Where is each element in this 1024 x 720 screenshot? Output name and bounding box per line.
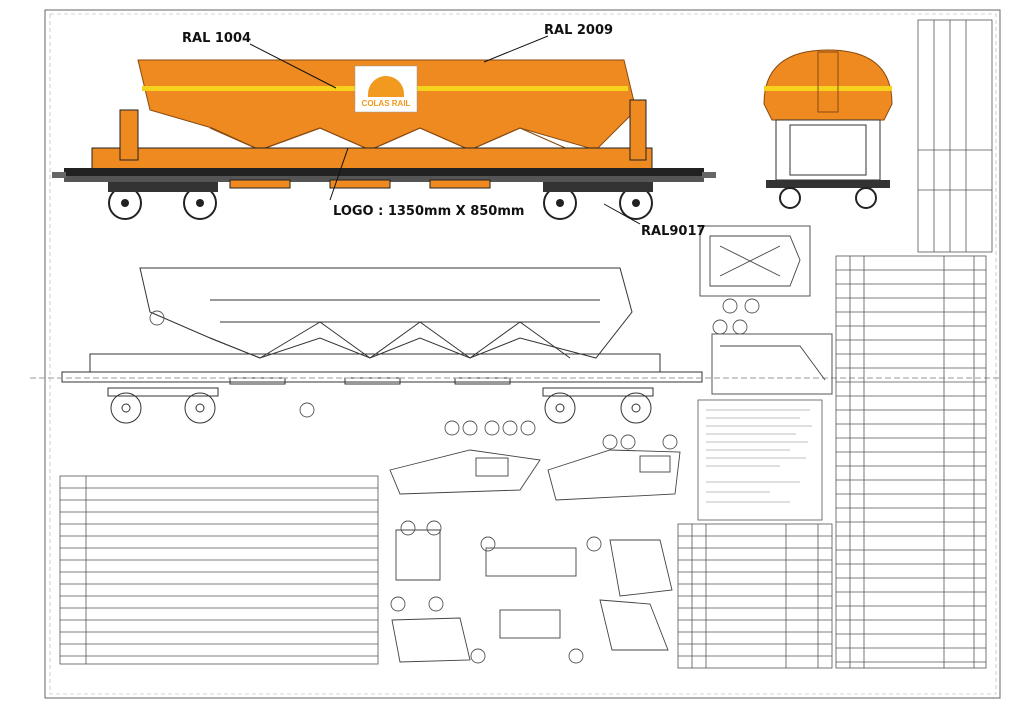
- parts-list-table: [835, 255, 987, 669]
- title-block: [917, 19, 993, 253]
- wagon-side-view-drawing: [30, 267, 1000, 424]
- frame-black: [64, 168, 704, 176]
- callout-ral-2009: RAL 2009: [544, 23, 614, 38]
- notes-block: [697, 399, 823, 521]
- parts-list-table-2: [677, 523, 833, 669]
- callout-ral-9017: RAL9017: [641, 224, 706, 239]
- revision-table: [59, 475, 379, 665]
- callout-leaders: [249, 35, 641, 225]
- sheet-inner-border: [49, 13, 997, 695]
- logo-brand-text: COLAS RAIL: [361, 99, 411, 108]
- wagon-end-view-colored: [763, 49, 893, 209]
- detail-drawings: [149, 225, 833, 664]
- colas-rail-logo: [354, 65, 418, 113]
- callout-ral-1004: RAL 1004: [182, 31, 252, 46]
- sheet-border: [44, 9, 1001, 699]
- callout-logo-size: LOGO : 1350mm X 850mm: [333, 204, 525, 219]
